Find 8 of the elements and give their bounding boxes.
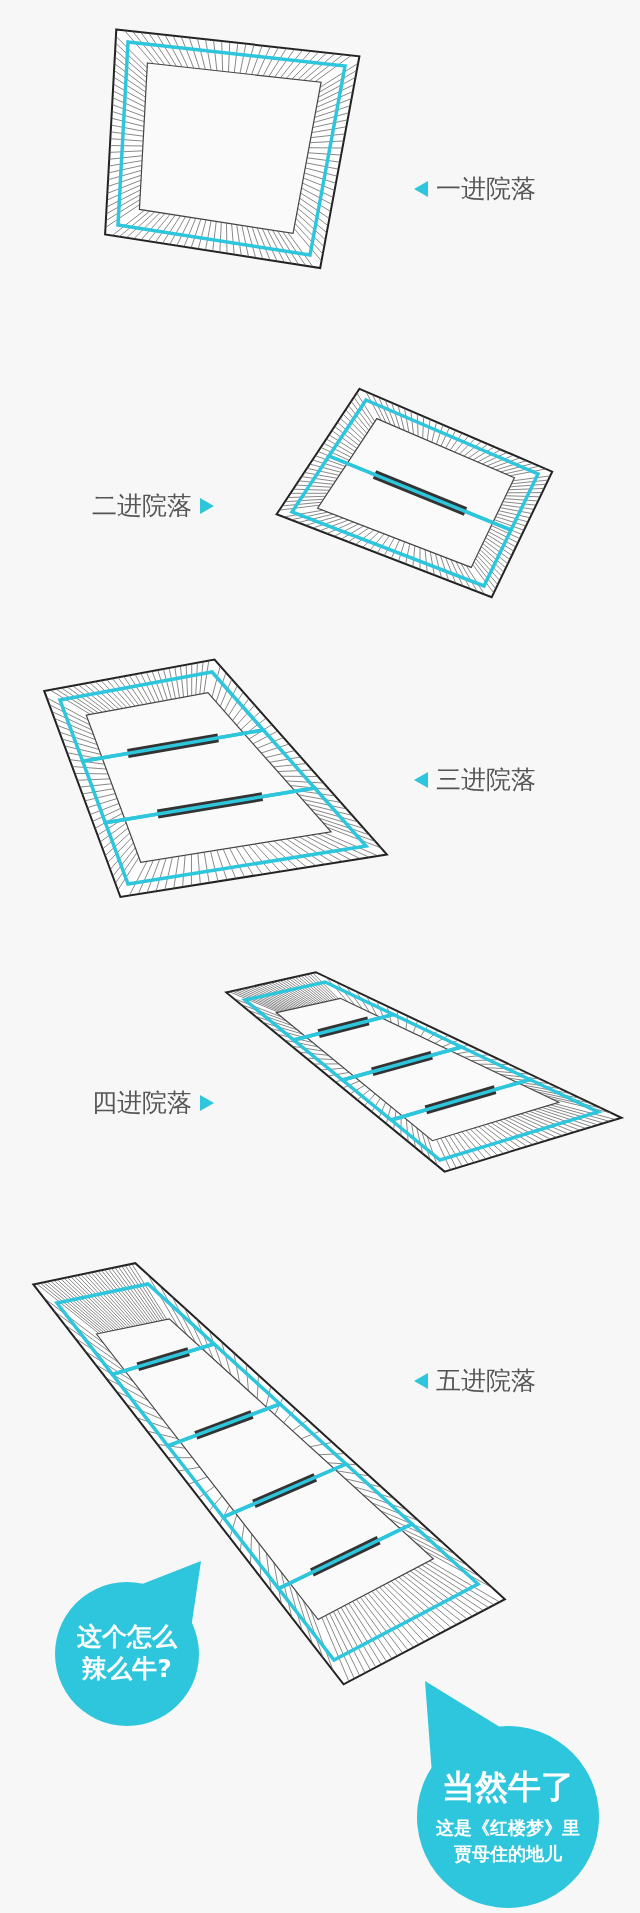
- courtyard-label: 五进院落: [436, 1365, 536, 1397]
- courtyard-label: 二进院落: [92, 490, 192, 522]
- bubble-heading: 当然牛了: [441, 1767, 575, 1807]
- courtyard-label: 三进院落: [436, 764, 536, 796]
- bubble-text: 这是《红楼梦》里贾母住的地儿: [435, 1816, 581, 1866]
- courtyard-label: 一进院落: [436, 173, 536, 205]
- bubble-text: 这个怎么辣么牛?: [76, 1621, 179, 1685]
- courtyard-label: 四进院落: [92, 1087, 192, 1119]
